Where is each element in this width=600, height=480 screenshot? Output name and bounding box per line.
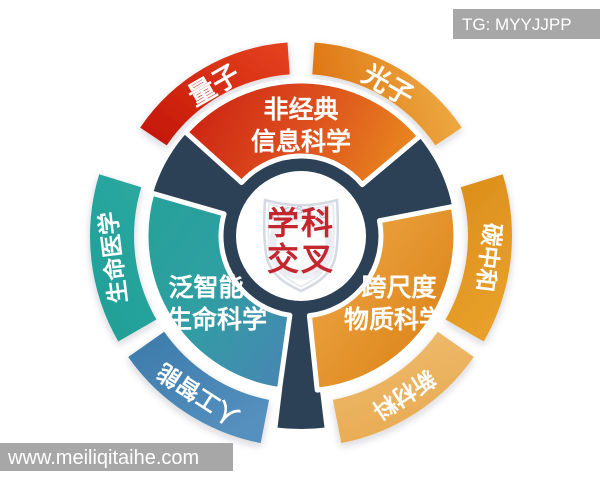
watermark-top-bg	[453, 9, 600, 39]
navy-bottom-wedge	[277, 375, 325, 430]
outer-ring	[89, 42, 513, 444]
sector-life-label-line2: 生命科学	[167, 305, 267, 334]
ring-segment-carbon-neutral	[445, 174, 513, 342]
sector-matter-label-line1: 跨尺度	[361, 273, 436, 302]
sector-nonclassical-info-science	[183, 78, 423, 188]
watermark-bottom-bg	[0, 443, 233, 471]
watermark-bottom-text: www.meiliqitaihe.com	[7, 447, 199, 469]
watermark-top-text: TG: MYYJJPP	[462, 15, 572, 34]
center-title-line1: 学科	[267, 205, 335, 241]
sector-info-label-line1: 非经典	[263, 95, 338, 124]
ring-segment-new-materials	[332, 331, 474, 444]
main-sectors	[143, 78, 459, 393]
uestc-shield-right-microtext	[312, 230, 332, 276]
ring-segment-photon	[312, 42, 462, 146]
center-title-line2: 交叉	[267, 241, 335, 277]
watermark-top-right: TG: MYYJJPP	[453, 9, 600, 39]
watermark-bottom-left: www.meiliqitaihe.com	[0, 443, 233, 471]
sector-info-label-line2: 信息科学	[251, 127, 351, 156]
uestc-shield-left-microtext	[270, 230, 290, 276]
sector-cross-scale-matter-science	[306, 203, 459, 393]
ring-segment-life-medicine	[89, 174, 157, 342]
sector-life-label-line1: 泛智能	[168, 273, 243, 302]
ring-segment-quantum	[140, 42, 290, 146]
ring-segment-artificial-intelligence	[128, 331, 270, 444]
sector-matter-label-line2: 物质科学	[344, 305, 444, 334]
sector-pan-intelligent-life-science	[143, 190, 293, 392]
sector-labels: 非经典 信息科学 跨尺度 物质科学 泛智能 生命科学	[167, 95, 444, 334]
center-badge: UESTC 学科 交叉	[236, 171, 366, 301]
